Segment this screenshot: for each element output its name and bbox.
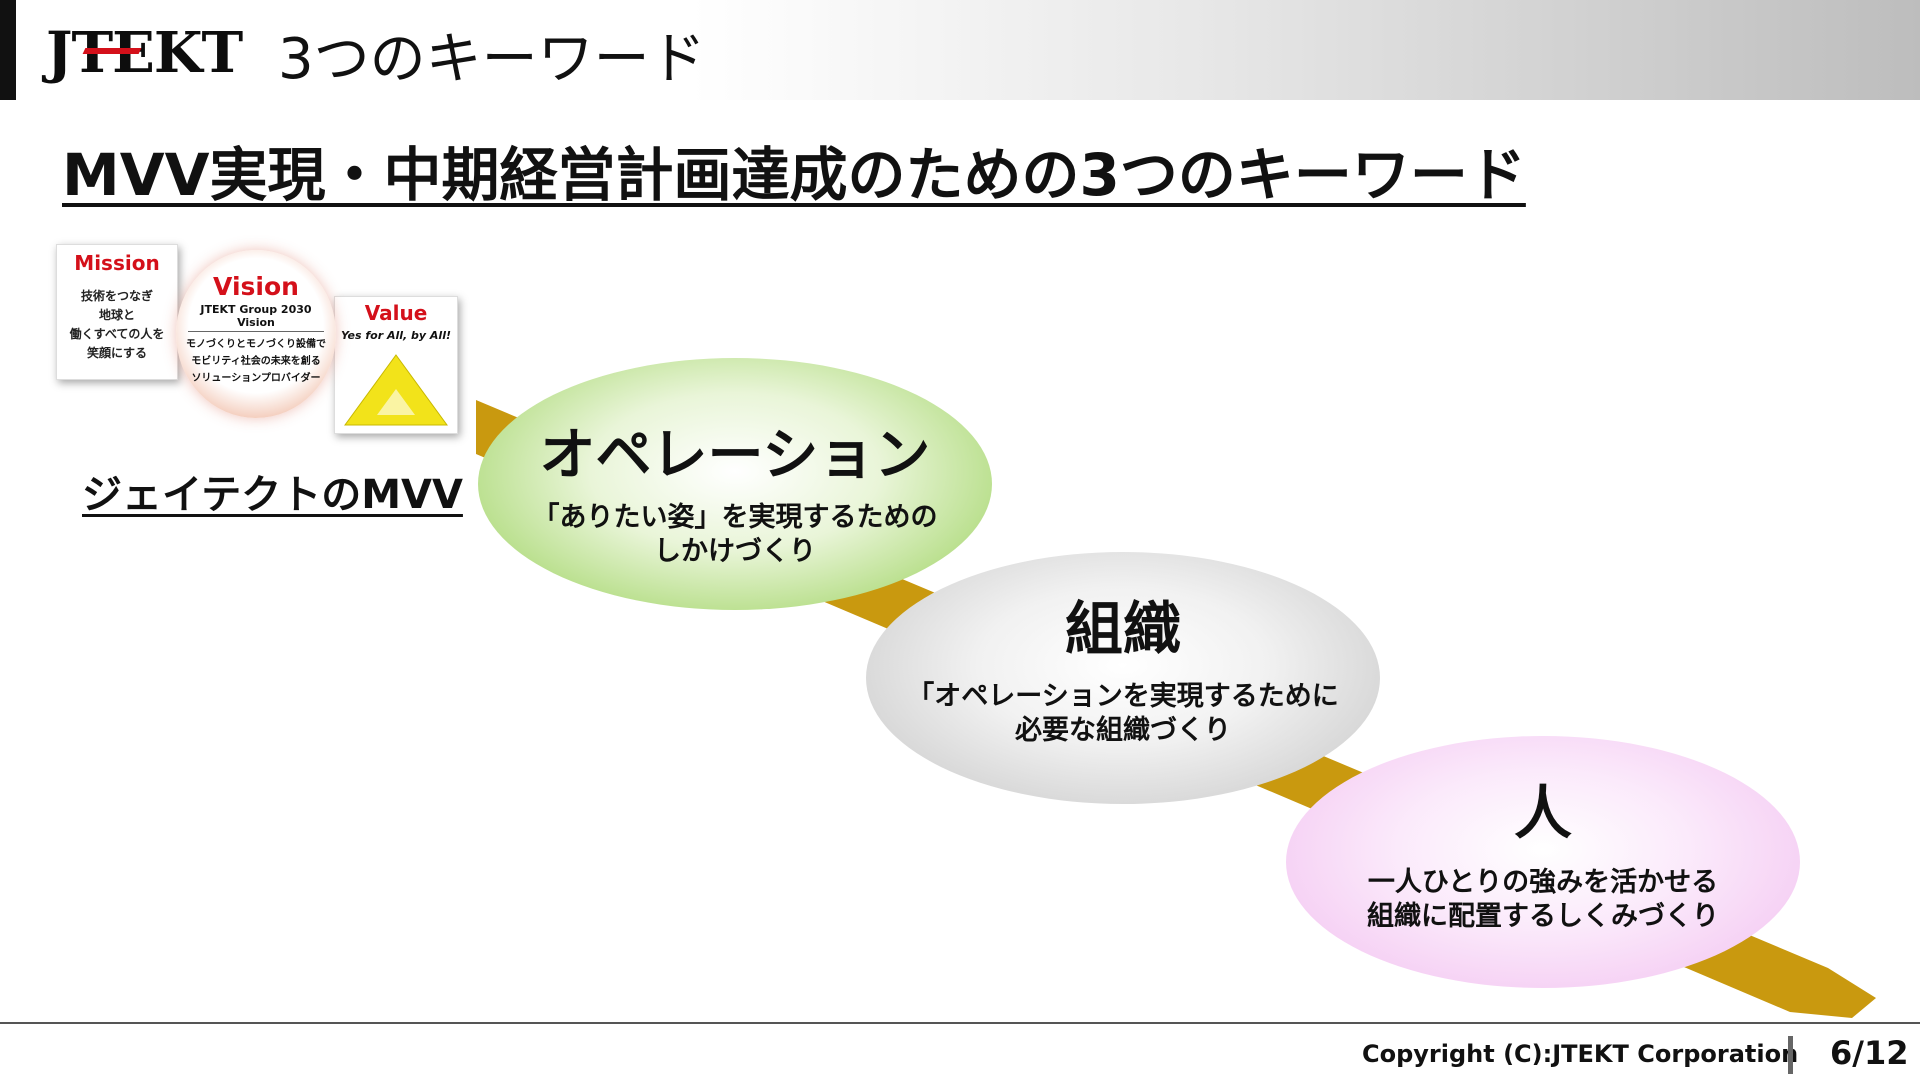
- keyword-organization: 組織 「オペレーションを実現するために 必要な組織づくり: [866, 552, 1380, 804]
- keyword-description: 「ありたい姿」を実現するための しかけづくり: [478, 501, 992, 569]
- keyword-line: 「ありたい姿」を実現するための: [532, 502, 938, 533]
- page-number: 6/12: [1830, 1034, 1909, 1072]
- vision-subtitle: JTEKT Group 2030 Vision: [188, 303, 324, 332]
- keyword-line: 「オペレーションを実現するために: [907, 681, 1339, 712]
- mission-title: Mission: [74, 251, 160, 275]
- keyword-title: オペレーション: [539, 423, 931, 488]
- keyword-line: 組織に配置するしくみづくり: [1366, 901, 1720, 932]
- vision-title: Vision: [213, 272, 299, 301]
- mission-card: Mission 技術をつなぎ 地球と 働くすべての人を 笑顔にする: [56, 244, 178, 380]
- keyword-description: 「オペレーションを実現するために 必要な組織づくり: [866, 680, 1380, 748]
- header-bar: [0, 0, 1920, 100]
- keyword-line: しかけづくり: [654, 536, 816, 567]
- vision-circle: Vision JTEKT Group 2030 Vision モノづくりとモノづ…: [176, 250, 336, 418]
- jtekt-logo: JTEKT: [46, 20, 243, 86]
- vision-line: モビリティ社会の未来を創る: [191, 356, 321, 367]
- copyright-text: Copyright (C):JTEKT Corporation: [1362, 1040, 1799, 1068]
- keyword-people: 人 一人ひとりの強みを活かせる 組織に配置するしくみづくり: [1286, 736, 1800, 988]
- value-subtitle: Yes for All, by All!: [341, 329, 451, 342]
- page-title: MVV実現・中期経営計画達成のための3つのキーワード: [62, 141, 1526, 209]
- mission-line: 地球と: [98, 308, 135, 322]
- footer-divider: [0, 1022, 1920, 1024]
- vision-line: ソリューションプロバイダー: [191, 373, 321, 384]
- keyword-line: 必要な組織づくり: [1015, 715, 1231, 746]
- mission-line: 働くすべての人を: [69, 327, 165, 341]
- mvv-illustration: Mission 技術をつなぎ 地球と 働くすべての人を 笑顔にする Value …: [56, 240, 466, 440]
- vision-line: モノづくりとモノづくり設備で: [186, 339, 326, 350]
- value-pyramid-icon: [344, 354, 448, 426]
- value-title: Value: [364, 301, 428, 325]
- keyword-title: 人: [1513, 779, 1572, 847]
- mission-text: 技術をつなぎ 地球と 働くすべての人を 笑顔にする: [57, 287, 177, 363]
- mission-line: 笑顔にする: [86, 346, 148, 360]
- keyword-description: 一人ひとりの強みを活かせる 組織に配置するしくみづくり: [1286, 866, 1800, 934]
- header-accent-bar: [0, 0, 16, 100]
- keyword-line: 一人ひとりの強みを活かせる: [1367, 867, 1719, 898]
- mvv-caption: ジェイテクトのMVV: [82, 472, 463, 518]
- footer-separator: [1788, 1036, 1793, 1074]
- value-card: Value Yes for All, by All!: [334, 296, 458, 434]
- keyword-title: 組織: [1064, 595, 1181, 663]
- keyword-operation: オペレーション 「ありたい姿」を実現するための しかけづくり: [478, 358, 992, 610]
- mission-line: 技術をつなぎ: [80, 289, 153, 303]
- vision-text: モノづくりとモノづくり設備で モビリティ社会の未来を創る ソリューションプロバイ…: [176, 336, 336, 387]
- header-title: 3つのキーワード: [278, 27, 706, 92]
